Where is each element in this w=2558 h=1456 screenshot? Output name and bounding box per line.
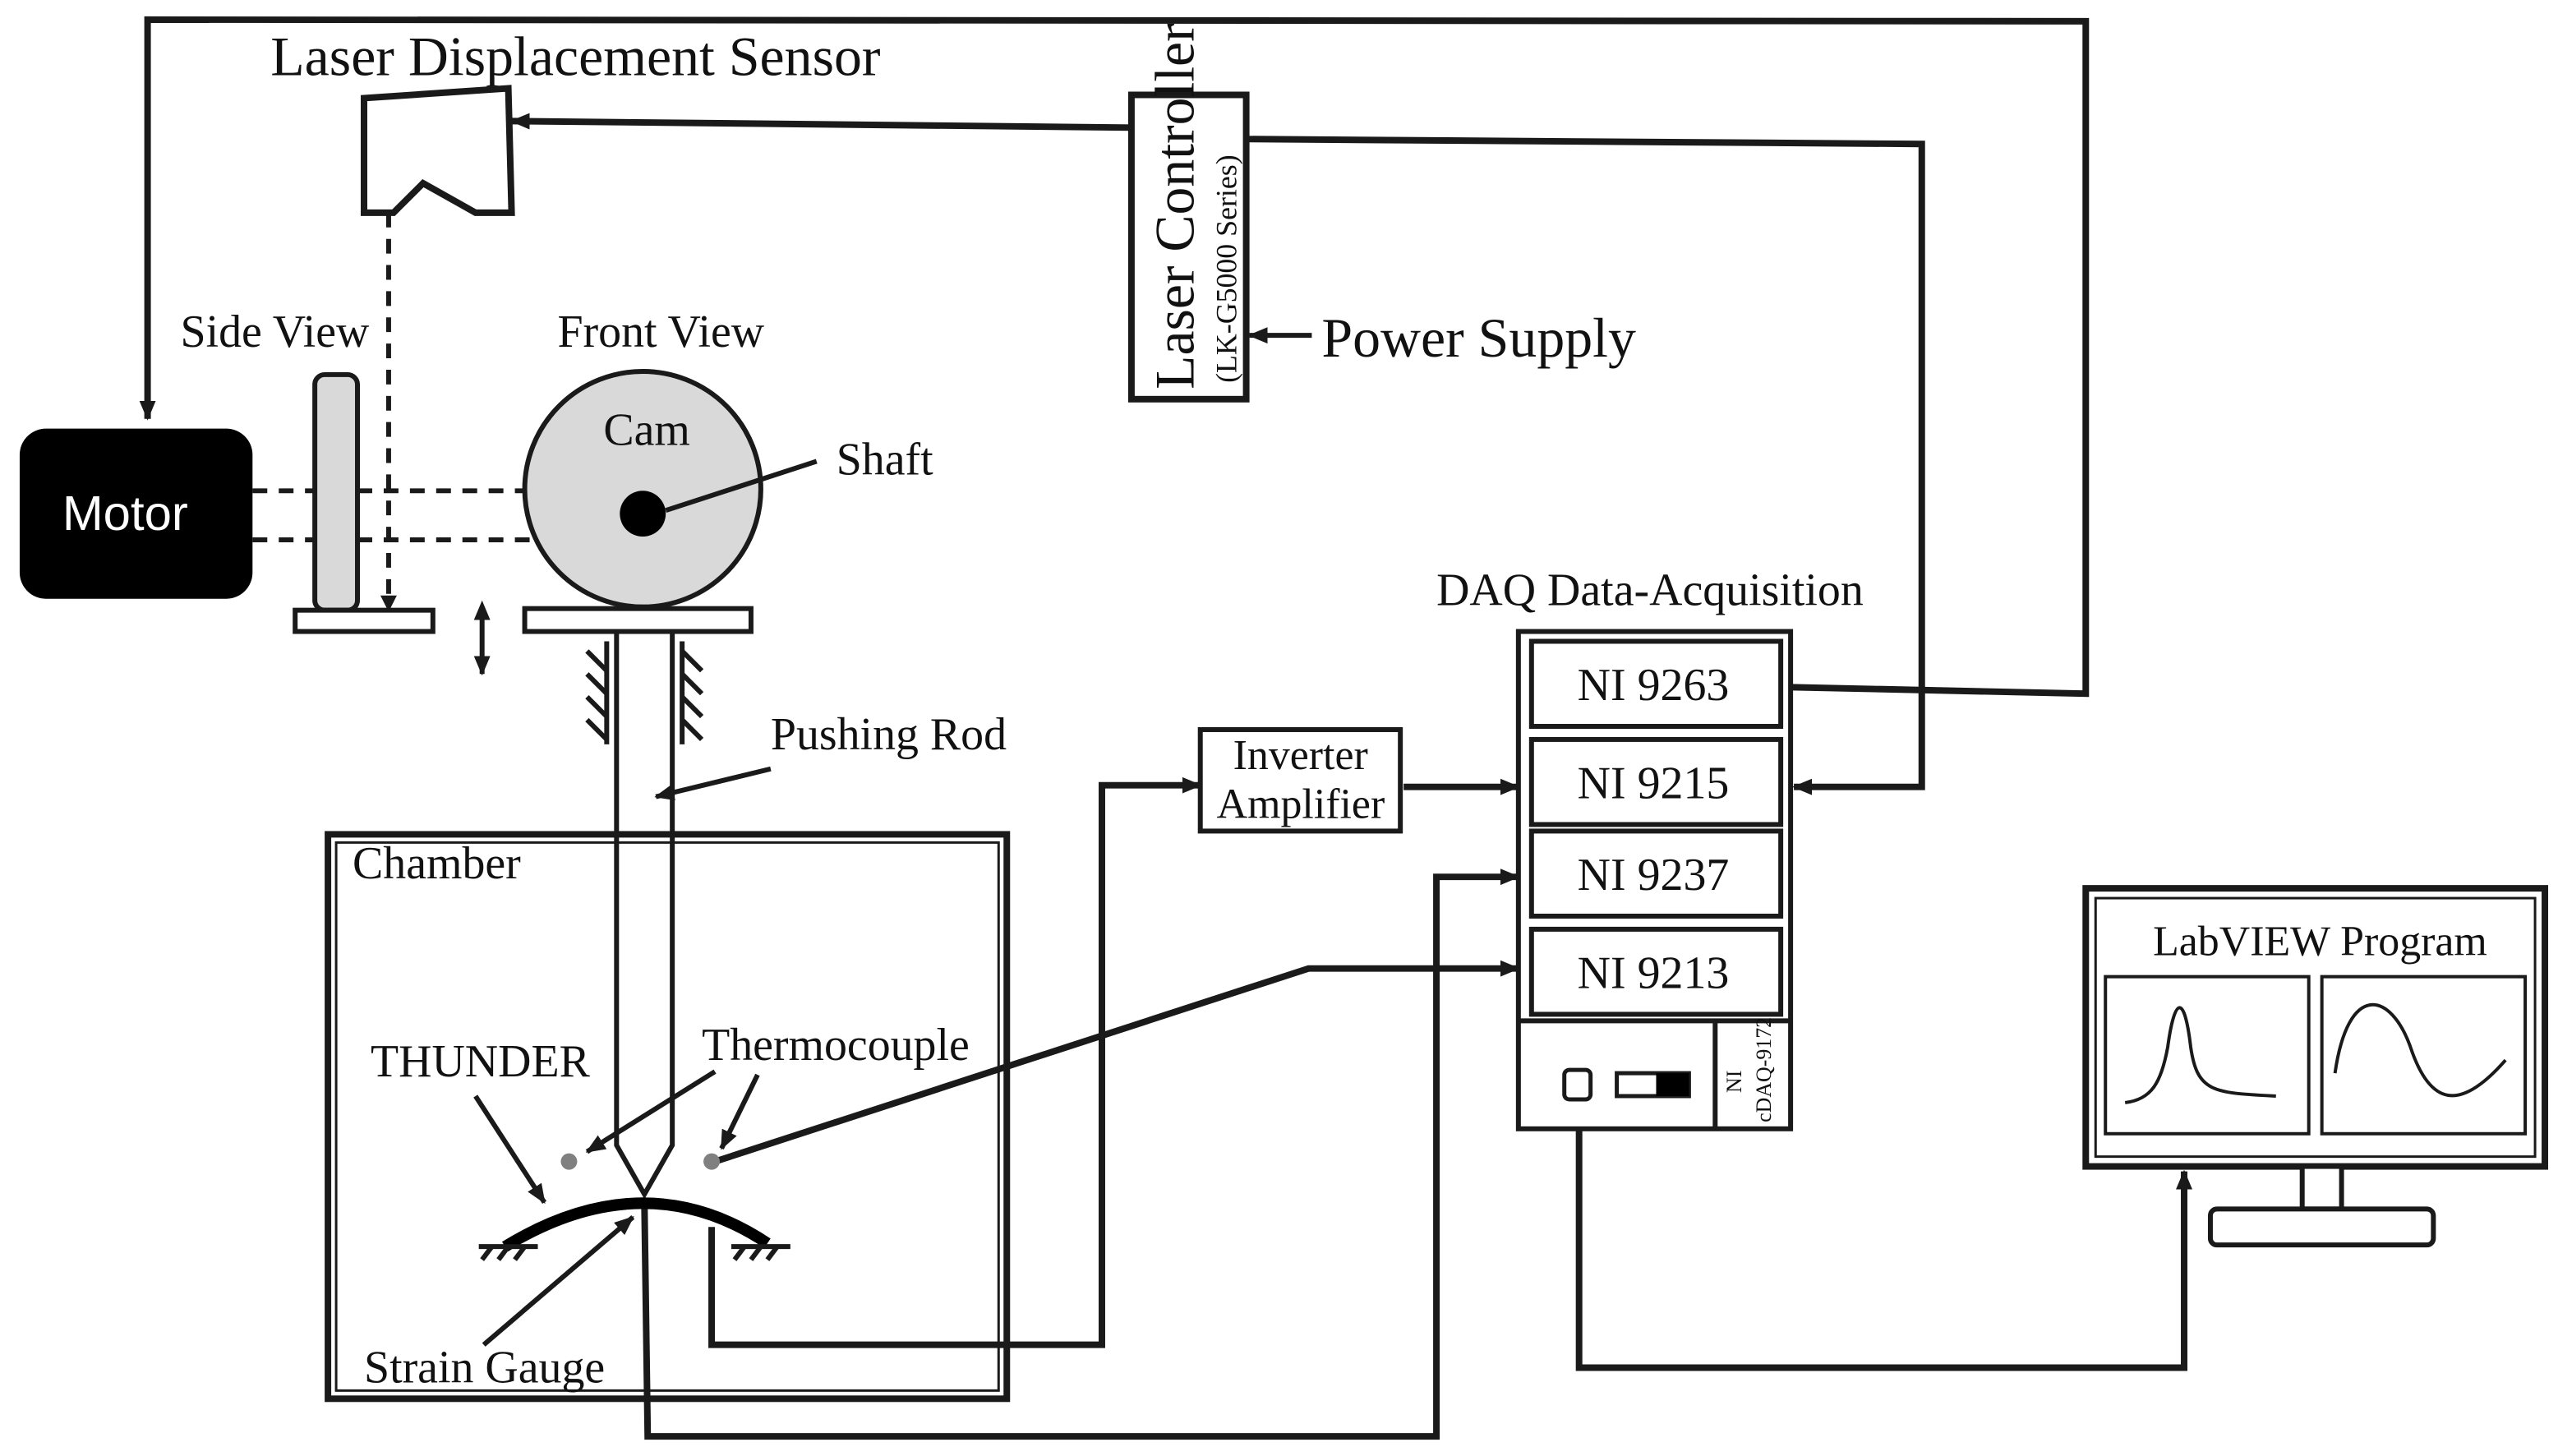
- wire-thunder-to-inverter: [708, 776, 1202, 1348]
- thermocouple-pointer-right: [719, 1073, 760, 1150]
- strain-gauge-label: Strain Gauge: [364, 1342, 605, 1393]
- daq-module-ni9215-label: NI 9215: [1578, 758, 1730, 809]
- thermocouple-pointer-left: [585, 1069, 717, 1154]
- chamber: [325, 831, 1011, 1403]
- wire-strain-to-ni9237: [641, 869, 1520, 1440]
- labview-plot-left-curve: [2124, 1006, 2276, 1104]
- daq-module-ni9213: [1528, 926, 1784, 1017]
- cam-label: Cam: [603, 405, 690, 456]
- daq-module-ni9213-label: NI 9213: [1578, 948, 1730, 999]
- wire-ni9263-to-motor: [139, 16, 2090, 698]
- pushing-rod-pointer: [654, 766, 772, 801]
- monitor-stand: [2207, 1206, 2436, 1248]
- thunder-label: THUNDER: [371, 1036, 591, 1087]
- monitor-screen: [2094, 896, 2537, 1159]
- side-view-label: Side View: [181, 306, 371, 357]
- side-view-base: [293, 607, 436, 634]
- power-supply-label: Power Supply: [1321, 307, 1636, 369]
- cdaq-label-line1: NI: [1722, 1071, 1746, 1093]
- laser-beam-head: [380, 595, 397, 612]
- thunder-pointer: [473, 1094, 547, 1205]
- daq-module-ni9215: [1528, 736, 1784, 827]
- wire-controller-to-sensor: [509, 113, 1132, 131]
- front-view-label: Front View: [557, 306, 764, 357]
- motor-label: Motor: [62, 486, 188, 541]
- daq-title: DAQ Data-Acquisition: [1436, 565, 1864, 616]
- monitor-neck: [2299, 1163, 2344, 1212]
- laser-controller-series: (LK-G5000 Series): [1210, 154, 1243, 383]
- wire-thermocouple-to-ni9213: [713, 960, 1520, 1165]
- rod-guide-hatching: [585, 649, 704, 742]
- thunder-actuator: [501, 1197, 771, 1252]
- chamber-inner: [334, 841, 1000, 1392]
- follower-plate: [522, 606, 754, 634]
- laser-sensor: [361, 85, 515, 216]
- labview-label: LabVIEW Program: [2153, 919, 2487, 965]
- wire-daq-to-labview: [1575, 1099, 2193, 1371]
- daq-module-ni9263: [1528, 638, 1784, 729]
- labview-plot-right: [2320, 975, 2528, 1136]
- daq-power-switch-knob: [1656, 1073, 1689, 1096]
- labview-plot-left: [2104, 975, 2311, 1136]
- daq-module-ni9237-label: NI 9237: [1578, 850, 1730, 901]
- pushing-rod-label: Pushing Rod: [771, 709, 1007, 760]
- labview-plot-right-curve: [2333, 1002, 2507, 1098]
- laser-controller-box: [1127, 91, 1250, 403]
- thermocouple-label: Thermocouple: [702, 1020, 970, 1071]
- shaft-label: Shaft: [837, 434, 933, 485]
- inverter-amplifier-box: [1197, 727, 1403, 834]
- daq-module-ni9237: [1528, 828, 1784, 919]
- daq-module-ni9263-label: NI 9263: [1578, 660, 1730, 711]
- cdaq-label-line2: cDAQ-9172: [1752, 1017, 1776, 1122]
- monitor-frame: [2082, 885, 2549, 1170]
- strain-gauge-pointer: [482, 1215, 635, 1347]
- laser-controller-label: Laser Controller: [1145, 23, 1206, 389]
- motor: [19, 428, 253, 599]
- inverter-label-line2: Amplifier: [1217, 781, 1385, 828]
- inverter-label-line1: Inverter: [1233, 732, 1368, 779]
- thermocouple-right: [703, 1153, 721, 1170]
- shaft: [620, 491, 666, 537]
- side-view-plate: [312, 371, 361, 613]
- shaft-pointer: [665, 458, 818, 514]
- daq-port: [1562, 1067, 1593, 1102]
- thunder-supports: [478, 1244, 790, 1261]
- thermocouple-left: [560, 1153, 578, 1170]
- wire-controller-to-ni9215: [1246, 136, 1925, 795]
- chamber-label: Chamber: [353, 838, 521, 889]
- pushing-rod: [614, 631, 675, 1200]
- laser-sensor-label: Laser Displacement Sensor: [270, 26, 880, 88]
